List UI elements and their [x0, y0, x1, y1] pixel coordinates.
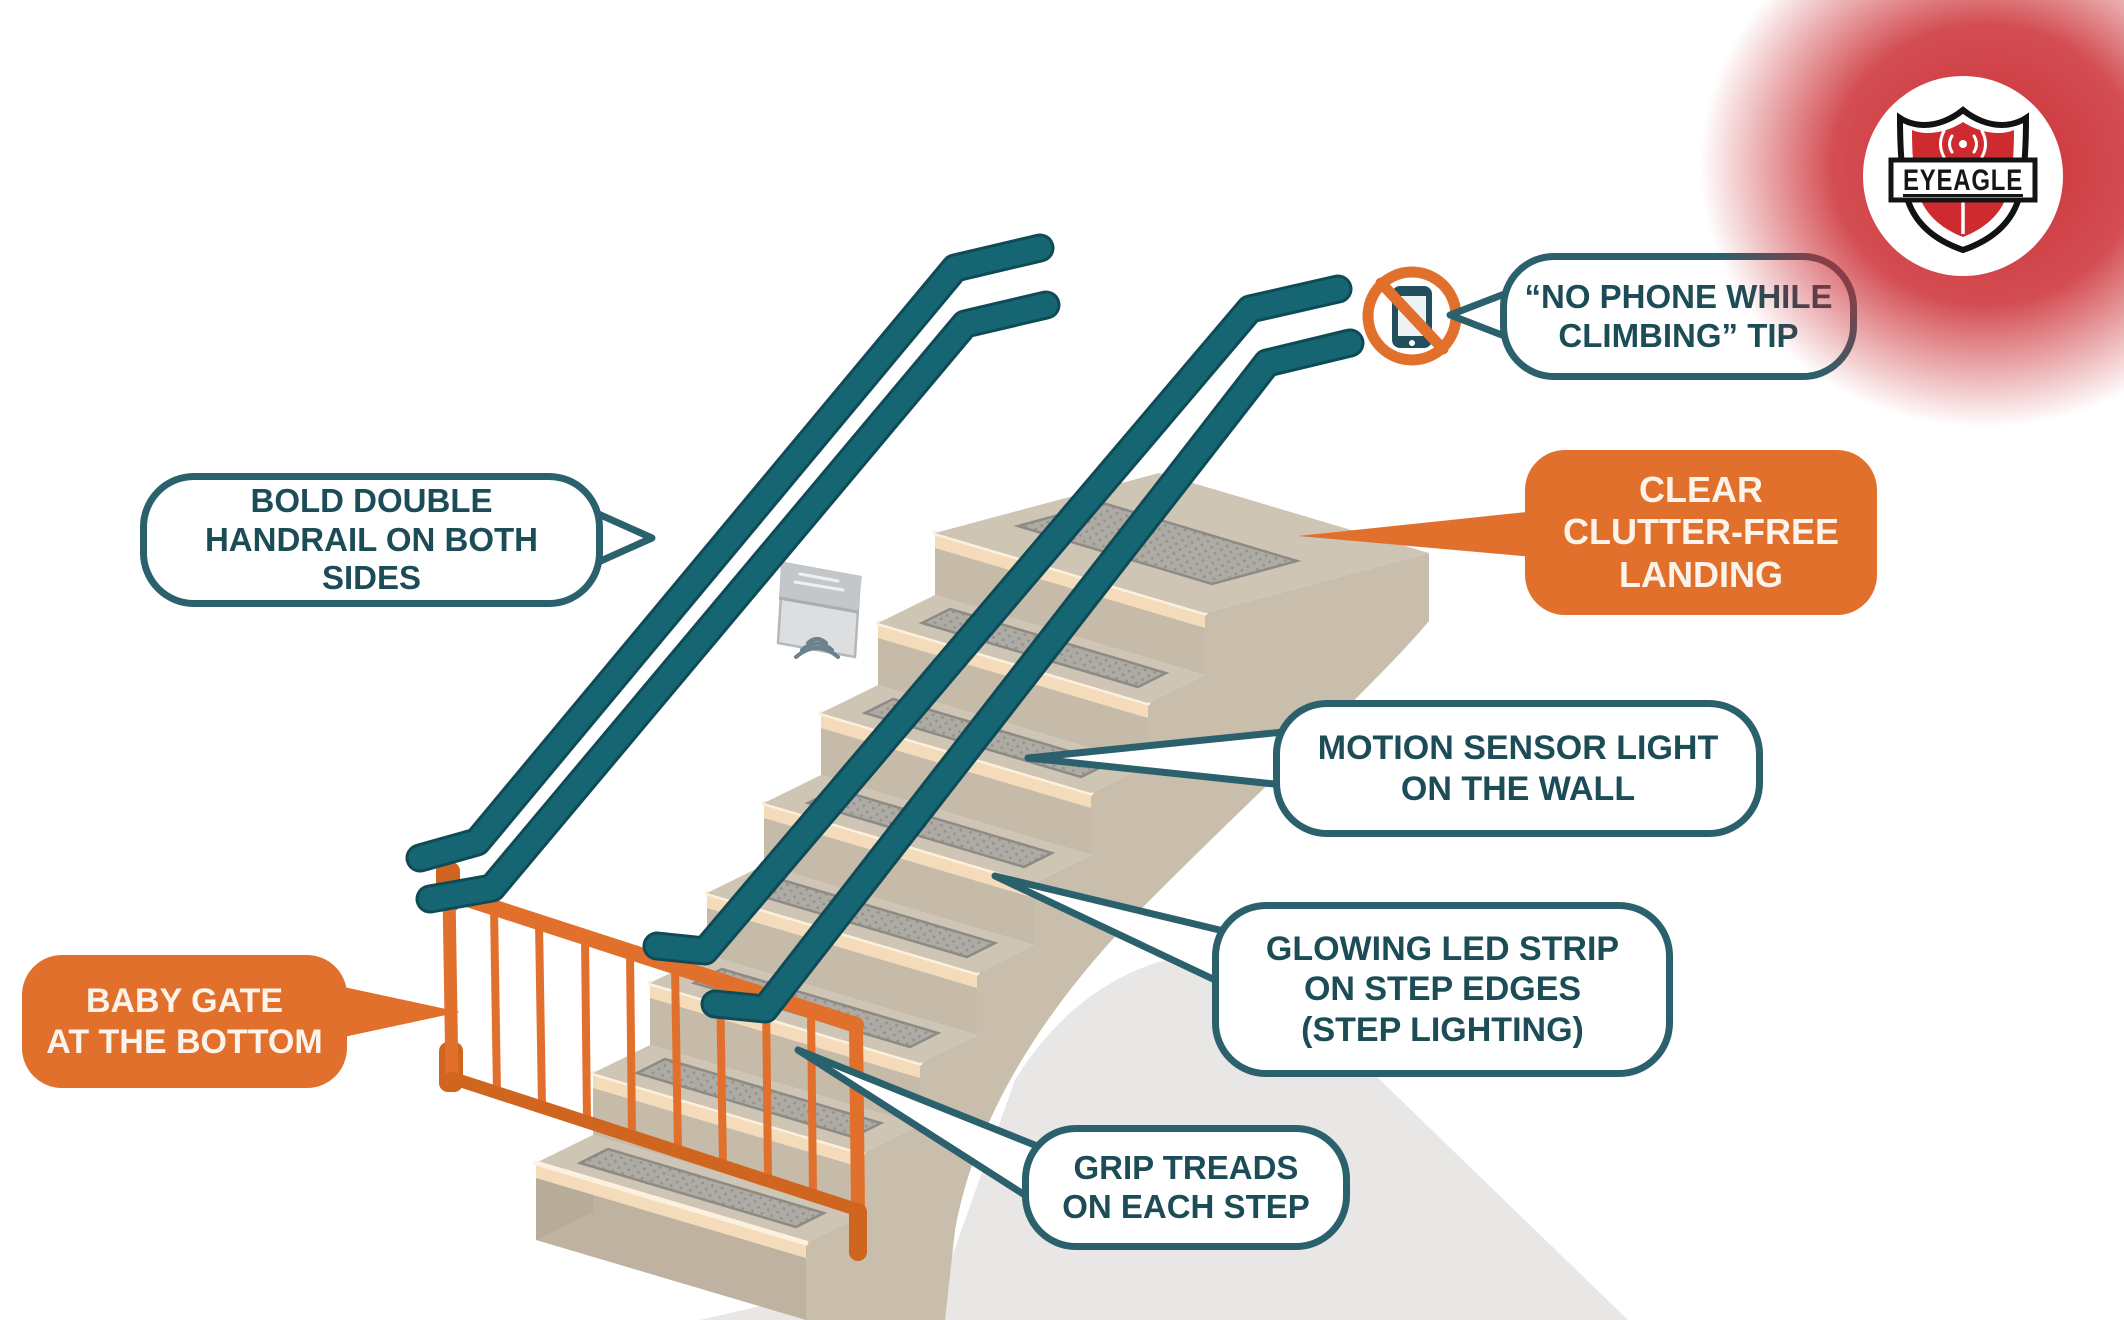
brand-logo: EYEAGLE	[1863, 76, 2063, 276]
no-phone-icon	[1362, 266, 1462, 366]
handrail-left	[405, 233, 1061, 914]
handrail-right	[642, 274, 1365, 1024]
callout-handrail: BOLD DOUBLE HANDRAIL ON BOTH SIDES	[140, 473, 603, 607]
grip-tread	[633, 1057, 885, 1139]
callout-motion-sensor: MOTION SENSOR LIGHT ON THE WALL	[1273, 700, 1763, 837]
tail-landing	[1298, 510, 1545, 558]
callout-landing: CLEAR CLUTTER-FREE LANDING	[1525, 450, 1877, 615]
callout-no-phone: “NO PHONE WHILE CLIMBING” TIP	[1500, 253, 1857, 380]
signal-waves-icon	[794, 637, 840, 659]
tail-baby-gate	[330, 984, 460, 1040]
motion-sensor-device	[776, 561, 862, 659]
grip-tread	[576, 1147, 828, 1229]
base-step	[533, 1135, 863, 1320]
callout-baby-gate: BABY GATE AT THE BOTTOM	[22, 955, 347, 1088]
brand-name: EYEAGLE	[1903, 164, 2023, 197]
callout-grip-treads: GRIP TREADS ON EACH STEP	[1022, 1125, 1350, 1250]
step-3	[704, 865, 1034, 1035]
callout-led-strip: GLOWING LED STRIP ON STEP EDGES (STEP LI…	[1212, 902, 1673, 1077]
